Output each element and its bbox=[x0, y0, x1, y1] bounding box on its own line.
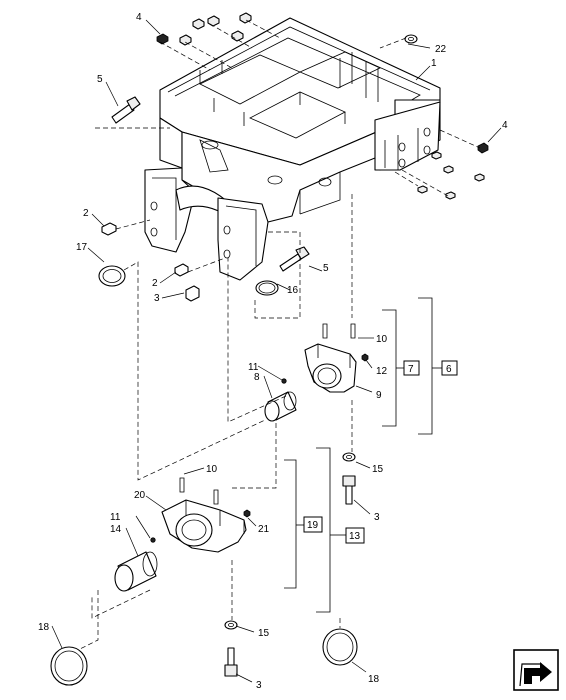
callout-3-middle: 3 bbox=[374, 512, 380, 523]
ball-part-11-lower bbox=[150, 537, 156, 543]
callout-5-upper: 5 bbox=[97, 74, 103, 85]
callout-17: 17 bbox=[76, 242, 88, 253]
callout-9: 9 bbox=[376, 390, 382, 401]
callout-box-19 bbox=[303, 516, 323, 533]
callout-11-lower: 11 bbox=[110, 512, 121, 523]
callout-18-left: 18 bbox=[38, 622, 50, 633]
bracket-part-20 bbox=[161, 499, 247, 553]
bushing-part-8 bbox=[264, 391, 297, 422]
callout-3-upper: 3 bbox=[154, 293, 160, 304]
callout-numbers: 4 22 1 5 4 2 17 2 3 5 16 10 12 11 8 9 7 … bbox=[38, 12, 508, 691]
bolt-part-3-lower bbox=[224, 647, 238, 677]
seal-ring-part-17 bbox=[98, 265, 126, 287]
top-bolt-group bbox=[156, 12, 252, 46]
next-page-arrow-icon[interactable] bbox=[513, 649, 559, 691]
right-nut-group bbox=[417, 151, 485, 200]
callout-19: 19 bbox=[307, 520, 319, 531]
bolt-part-5-middle bbox=[279, 246, 310, 272]
dowel-part-10-upper-b bbox=[350, 323, 356, 339]
ball-part-11-upper bbox=[281, 378, 287, 384]
dowel-part-2-upper bbox=[101, 222, 117, 236]
bracket-part-9 bbox=[304, 343, 357, 393]
seal-ring-part-18-left bbox=[50, 646, 88, 686]
ball-part-12 bbox=[361, 353, 369, 362]
callout-2-upper: 2 bbox=[83, 208, 89, 219]
callout-21: 21 bbox=[258, 524, 270, 535]
group-brackets bbox=[284, 297, 442, 613]
bolt-part-5-upper bbox=[111, 96, 141, 124]
washer-part-22 bbox=[404, 34, 418, 44]
callout-box-7 bbox=[403, 360, 420, 376]
bushing-part-14 bbox=[114, 551, 158, 592]
o-ring-part-16 bbox=[255, 280, 279, 296]
callout-14: 14 bbox=[110, 524, 122, 535]
callout-10-upper: 10 bbox=[376, 334, 388, 345]
callout-11-upper: 11 bbox=[248, 362, 259, 373]
callout-leaders bbox=[51, 19, 502, 683]
dowel-part-10-upper-a bbox=[322, 323, 328, 339]
housing-part-1 bbox=[144, 17, 441, 281]
callout-15-upper: 15 bbox=[372, 464, 384, 475]
washer-part-15-lower bbox=[224, 620, 238, 630]
callout-4-right: 4 bbox=[502, 120, 508, 131]
callout-7: 7 bbox=[408, 364, 414, 375]
callout-8: 8 bbox=[254, 372, 260, 383]
assembly-center-lines bbox=[77, 19, 481, 651]
callout-22: 22 bbox=[435, 44, 447, 55]
washer-part-15-upper bbox=[342, 452, 356, 462]
seal-ring-part-18-right bbox=[322, 628, 358, 666]
dowel-part-10-lower-b bbox=[213, 489, 219, 505]
callout-12: 12 bbox=[376, 366, 388, 377]
callout-20: 20 bbox=[134, 490, 146, 501]
callout-box-13 bbox=[345, 527, 365, 544]
dowel-part-10-lower-a bbox=[179, 477, 185, 493]
callout-15-lower: 15 bbox=[258, 628, 270, 639]
callout-10-lower: 10 bbox=[206, 464, 218, 475]
bolt-part-4-right bbox=[477, 142, 489, 154]
callout-4-top: 4 bbox=[136, 12, 142, 23]
dowel-part-2-lower bbox=[174, 263, 189, 277]
ball-part-21 bbox=[243, 509, 251, 518]
callout-box-6 bbox=[441, 360, 458, 376]
callout-6: 6 bbox=[446, 364, 452, 375]
callout-1: 1 bbox=[431, 58, 437, 69]
callout-18-right: 18 bbox=[368, 674, 380, 685]
callout-3-lower: 3 bbox=[256, 680, 262, 691]
callout-16: 16 bbox=[287, 285, 299, 296]
callout-2-lower: 2 bbox=[152, 278, 158, 289]
plug-part-3-upper bbox=[185, 285, 200, 302]
bolt-part-3-upper bbox=[342, 475, 356, 505]
callout-13: 13 bbox=[349, 531, 361, 542]
callout-5-middle: 5 bbox=[323, 263, 329, 274]
